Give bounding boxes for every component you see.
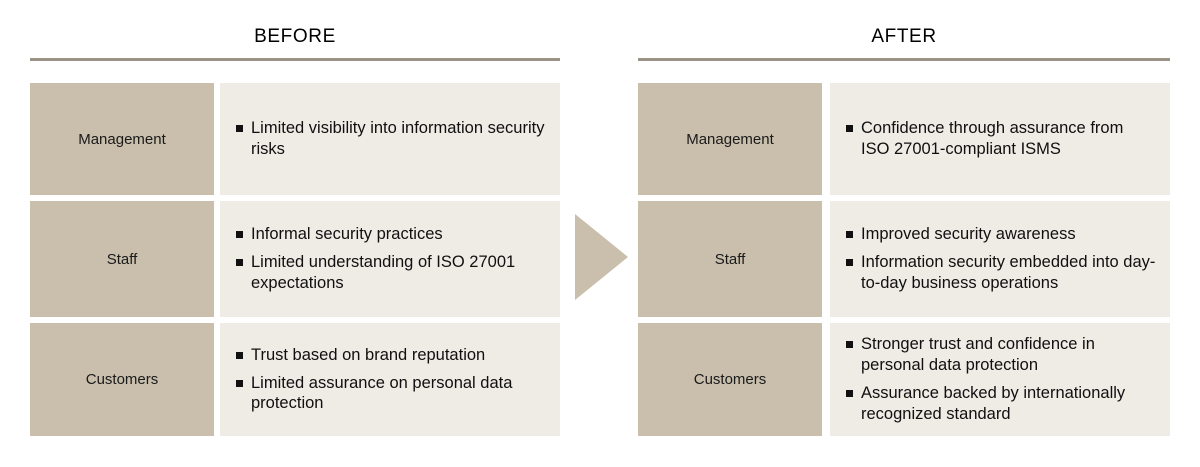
- panel-after-divider: [638, 58, 1170, 61]
- row-content-staff: Improved security awareness Information …: [830, 201, 1170, 317]
- row-label-management: Management: [638, 83, 822, 195]
- right-arrow-icon: [575, 214, 628, 300]
- row-label-staff: Staff: [638, 201, 822, 317]
- row-content-management: Confidence through assurance from ISO 27…: [830, 83, 1170, 195]
- panel-before-divider: [30, 58, 560, 61]
- panel-before-title: BEFORE: [254, 26, 336, 47]
- bullet-list: Confidence through assurance from ISO 27…: [846, 118, 1156, 160]
- list-item: Limited assurance on personal data prote…: [236, 373, 546, 415]
- list-item: Confidence through assurance from ISO 27…: [846, 118, 1156, 160]
- table-row: Staff Improved security awareness Inform…: [638, 201, 1170, 317]
- bullet-list: Limited visibility into information secu…: [236, 118, 546, 160]
- list-item: Informal security practices: [236, 224, 546, 245]
- list-item: Limited understanding of ISO 27001 expec…: [236, 252, 546, 294]
- row-content-customers: Trust based on brand reputation Limited …: [220, 323, 560, 436]
- table-row: Customers Stronger trust and confidence …: [638, 323, 1170, 436]
- list-item: Improved security awareness: [846, 224, 1156, 245]
- before-matrix: Management Limited visibility into infor…: [30, 83, 560, 436]
- after-matrix: Management Confidence through assurance …: [638, 83, 1170, 436]
- list-item: Stronger trust and confidence in persona…: [846, 334, 1156, 376]
- row-label-staff: Staff: [30, 201, 214, 317]
- table-row: Management Limited visibility into infor…: [30, 83, 560, 195]
- row-content-staff: Informal security practices Limited unde…: [220, 201, 560, 317]
- row-content-customers: Stronger trust and confidence in persona…: [830, 323, 1170, 436]
- table-row: Staff Informal security practices Limite…: [30, 201, 560, 317]
- bullet-list: Informal security practices Limited unde…: [236, 224, 546, 294]
- bullet-list: Stronger trust and confidence in persona…: [846, 334, 1156, 425]
- list-item: Limited visibility into information secu…: [236, 118, 546, 160]
- row-label-customers: Customers: [30, 323, 214, 436]
- row-content-management: Limited visibility into information secu…: [220, 83, 560, 195]
- panel-after-title: AFTER: [871, 26, 937, 47]
- list-item: Assurance backed by internationally reco…: [846, 383, 1156, 425]
- row-label-customers: Customers: [638, 323, 822, 436]
- table-row: Customers Trust based on brand reputatio…: [30, 323, 560, 436]
- bullet-list: Improved security awareness Information …: [846, 224, 1156, 294]
- row-label-management: Management: [30, 83, 214, 195]
- list-item: Trust based on brand reputation: [236, 345, 546, 366]
- list-item: Information security embedded into day-t…: [846, 252, 1156, 294]
- table-row: Management Confidence through assurance …: [638, 83, 1170, 195]
- bullet-list: Trust based on brand reputation Limited …: [236, 345, 546, 415]
